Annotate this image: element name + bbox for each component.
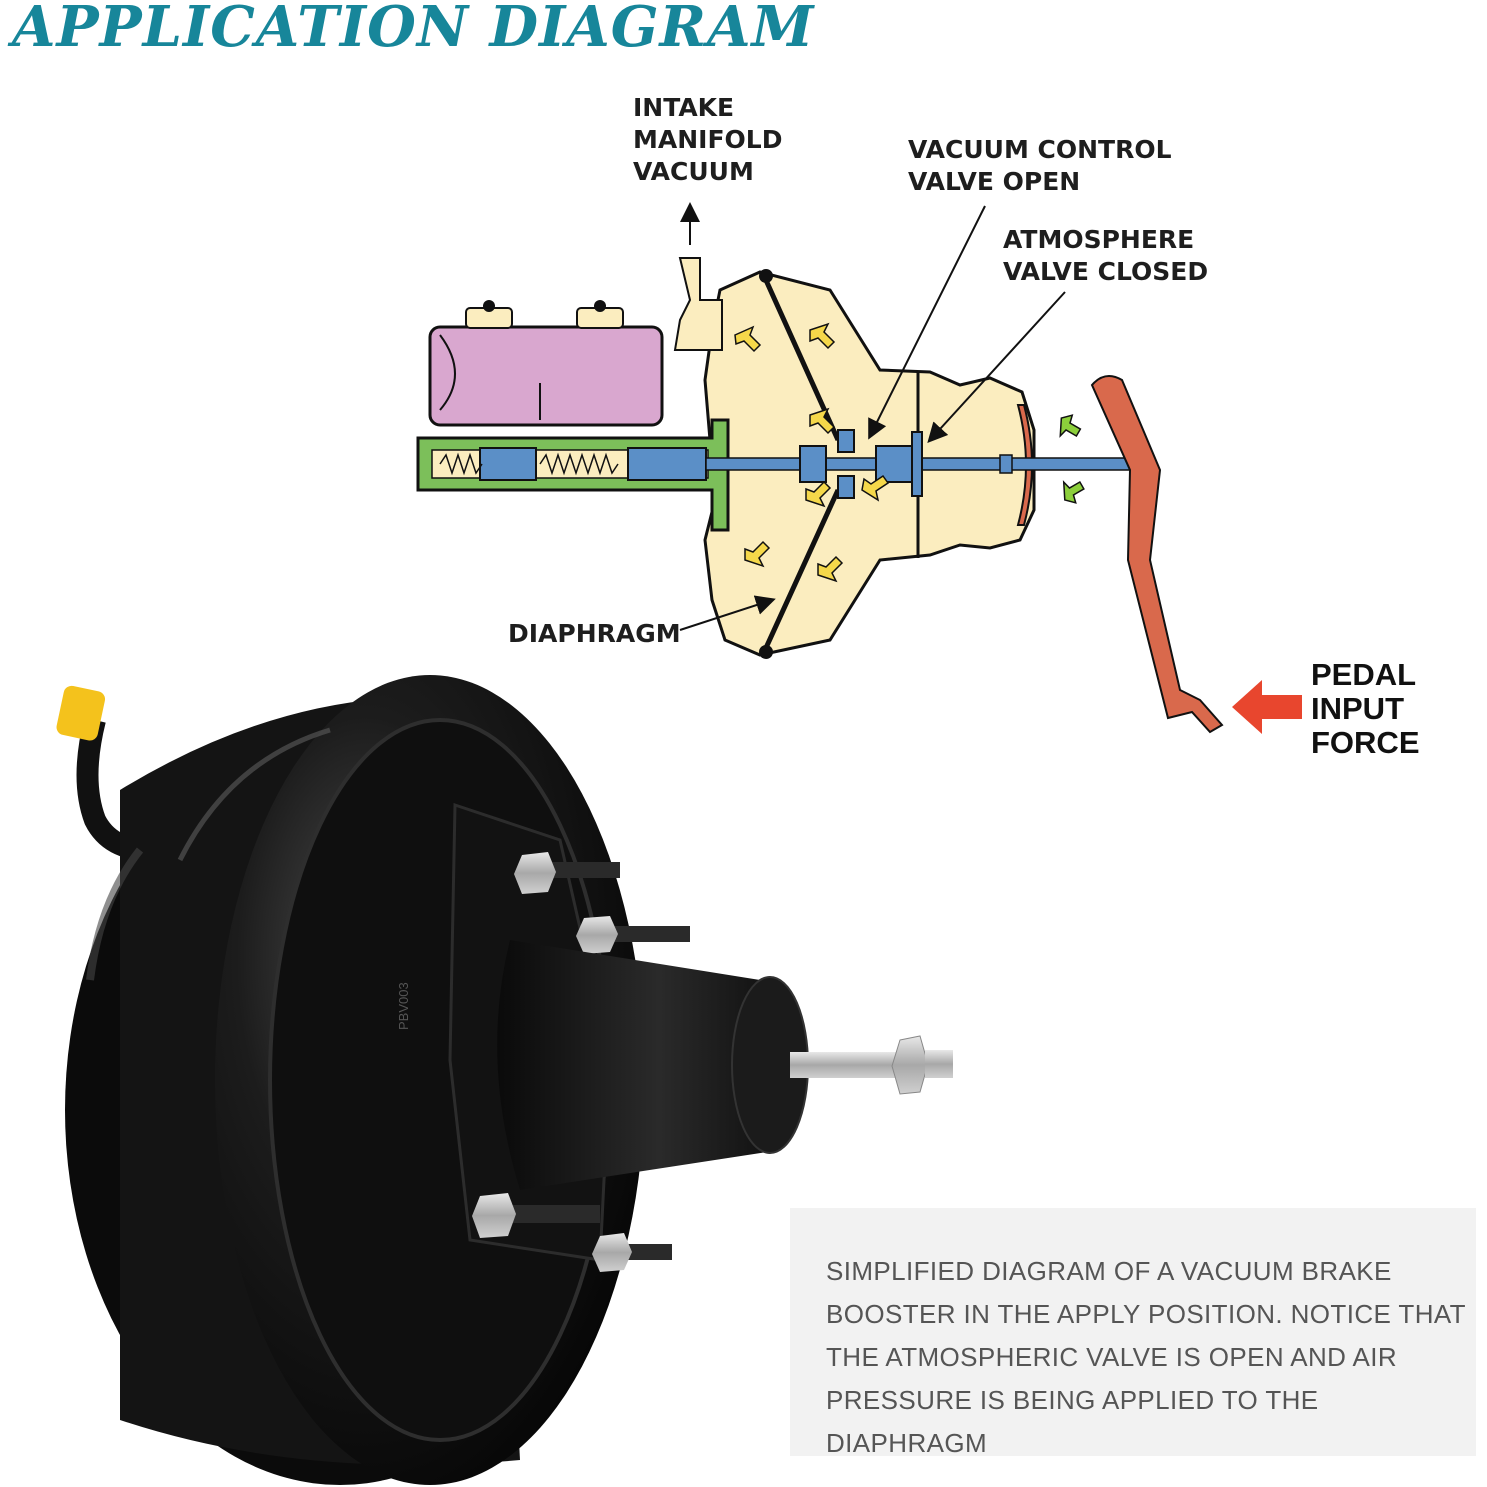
atmosphere-valve-label: ATMOSPHERE VALVE CLOSED [1003,225,1209,286]
pedal-force-arrow [1232,680,1302,734]
booster-cutaway-diagram [416,202,1302,734]
part-marking: PBV003 [396,982,411,1030]
mounting-studs [472,852,690,1272]
page-title: APPLICATION DIAGRAM [12,0,815,60]
intake-manifold-label: INTAKE MANIFOLD VACUUM [633,93,783,186]
brake-pedal [1090,375,1224,734]
diaphragm-label: DIAPHRAGM [508,619,681,648]
diaphragm-lower [762,488,841,652]
output-boss [497,940,792,1190]
pedal-input-force-label: PEDAL INPUT FORCE [1311,657,1420,760]
vacuum-control-valve-label: VACUUM CONTROL VALVE OPEN [908,135,1172,196]
vacuum-port-cap [56,685,106,741]
atmosphere-flow-arrows [1059,414,1085,504]
fluid-reservoir [428,325,664,427]
description-text: SIMPLIFIED DIAGRAM OF A VACUUM BRAKE BOO… [826,1256,1466,1458]
vacuum-flow-arrows [734,322,890,583]
input-rod [790,1052,905,1078]
description-panel [790,1208,1476,1456]
